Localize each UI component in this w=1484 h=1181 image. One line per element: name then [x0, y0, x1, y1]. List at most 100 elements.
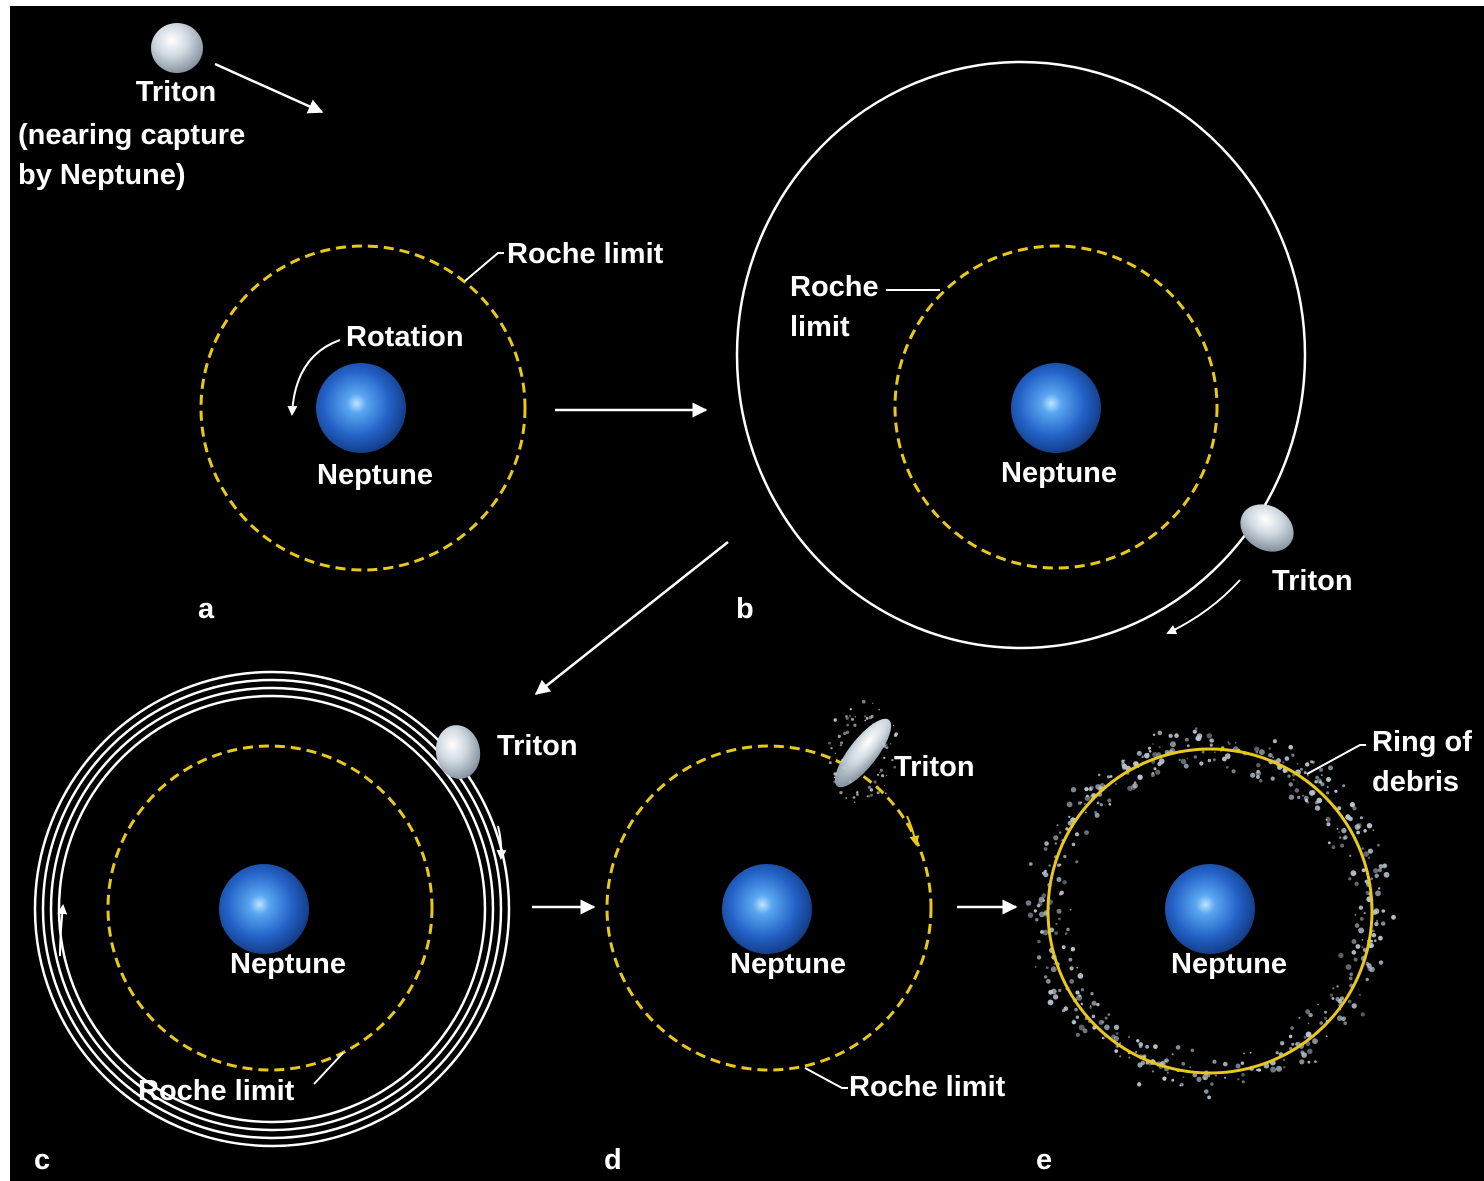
debris-particle — [1354, 913, 1357, 916]
panel-e: Ring of debris Neptune e — [1025, 726, 1472, 1176]
debris-particle — [1256, 1068, 1259, 1072]
debris-particle — [1091, 1000, 1097, 1006]
debris-particle — [1348, 877, 1352, 881]
dust-particle — [883, 744, 887, 748]
debris-particle — [1058, 988, 1062, 993]
debris-particle — [1303, 1035, 1307, 1039]
debris-particle — [1259, 779, 1263, 783]
debris-particle — [1256, 775, 1260, 779]
debris-particle — [1174, 733, 1179, 738]
debris-particle — [1341, 827, 1347, 834]
debris-particle — [1351, 1003, 1357, 1009]
debris-particle — [1351, 950, 1357, 955]
debris-particle — [1374, 921, 1379, 927]
debris-particle — [1059, 892, 1062, 896]
debris-particle — [1083, 802, 1086, 806]
debris-particle — [1272, 739, 1277, 744]
debris-particle — [1170, 741, 1176, 748]
debris-particle — [1275, 1051, 1279, 1055]
dust-particle — [883, 784, 886, 787]
debris-particle — [1063, 854, 1067, 859]
debris-particle — [1363, 829, 1367, 833]
debris-particle — [1044, 841, 1049, 846]
dust-particle — [828, 761, 832, 765]
debris-particle — [1094, 812, 1100, 818]
debris-particle — [1223, 1061, 1228, 1067]
panel-b: Roche limit Neptune Triton b — [735, 60, 1353, 650]
debris-particle — [1342, 784, 1346, 788]
debris-particle — [1287, 774, 1291, 778]
debris-particle — [1310, 760, 1314, 764]
dust-particle — [862, 699, 866, 704]
dust-particle — [843, 731, 847, 736]
debris-particle — [1324, 1010, 1327, 1014]
panel-letter-e: e — [1036, 1144, 1052, 1176]
debris-particle — [1153, 767, 1157, 771]
debris-particle — [1358, 905, 1364, 910]
debris-particle — [1271, 756, 1275, 759]
debris-particle — [1348, 816, 1353, 822]
debris-particle — [1056, 824, 1059, 827]
debris-particle — [1365, 962, 1370, 966]
debris-particle — [1370, 877, 1373, 881]
debris-particle — [1034, 966, 1037, 968]
debris-particle — [1374, 939, 1377, 942]
debris-particle — [1249, 1051, 1252, 1054]
debris-particle — [1074, 1007, 1078, 1012]
debris-particle — [1352, 806, 1357, 811]
debris-particle — [1054, 931, 1058, 935]
debris-particle — [1096, 1002, 1100, 1007]
debris-particle — [1074, 832, 1080, 837]
debris-particle — [1042, 929, 1049, 936]
debris-particle — [1363, 851, 1369, 857]
dust-particle — [879, 737, 883, 741]
debris-particle — [1207, 1095, 1211, 1100]
debris-particle — [1068, 957, 1073, 962]
debris-particle — [1351, 939, 1357, 944]
debris-particle — [1270, 1066, 1277, 1073]
debris-particle — [1107, 775, 1111, 779]
dust-particle — [893, 765, 896, 769]
debris-particle — [1178, 758, 1181, 762]
debris-particle — [1255, 751, 1259, 754]
debris-particle — [1045, 966, 1049, 969]
debris-particle — [1354, 881, 1359, 886]
neptune-planet — [316, 363, 406, 453]
debris-particle — [1349, 802, 1355, 808]
debris-particle — [1080, 988, 1084, 992]
dust-particle — [894, 732, 898, 736]
debris-particle — [1332, 987, 1335, 990]
debris-particle — [1078, 994, 1082, 998]
dust-particle — [846, 723, 850, 727]
debris-particle — [1303, 795, 1309, 801]
diagram-canvas: Triton (nearing capture by Neptune) Roch… — [10, 6, 1484, 1181]
debris-particle — [1336, 828, 1339, 830]
dust-particle — [864, 719, 867, 722]
debris-particle — [1133, 781, 1137, 784]
debris-particle — [1050, 966, 1057, 973]
debris-particle — [1254, 746, 1260, 752]
debris-particle — [1036, 904, 1041, 908]
debris-particle — [1307, 1048, 1313, 1055]
debris-particle — [1047, 999, 1054, 1006]
debris-particle — [1075, 1015, 1080, 1019]
debris-particle — [1192, 729, 1197, 734]
debris-particle — [1158, 746, 1161, 749]
triton-moon — [151, 23, 203, 73]
debris-particle — [1128, 1036, 1130, 1038]
dust-particle — [854, 716, 857, 718]
debris-particle — [1121, 759, 1125, 763]
roche-limit-leader — [804, 1067, 848, 1089]
debris-particle — [1137, 774, 1143, 780]
debris-particle — [1063, 1006, 1069, 1011]
debris-particle — [1096, 801, 1100, 805]
neptune-label: Neptune — [230, 948, 346, 980]
debris-particle — [1381, 909, 1385, 913]
debris-particle — [1040, 930, 1044, 934]
debris-particle — [1025, 900, 1032, 906]
debris-particle — [1084, 830, 1089, 835]
debris-particle — [1029, 862, 1033, 866]
debris-particle — [1361, 938, 1364, 941]
debris-particle — [1281, 1042, 1284, 1045]
neptune-label: Neptune — [317, 459, 433, 491]
